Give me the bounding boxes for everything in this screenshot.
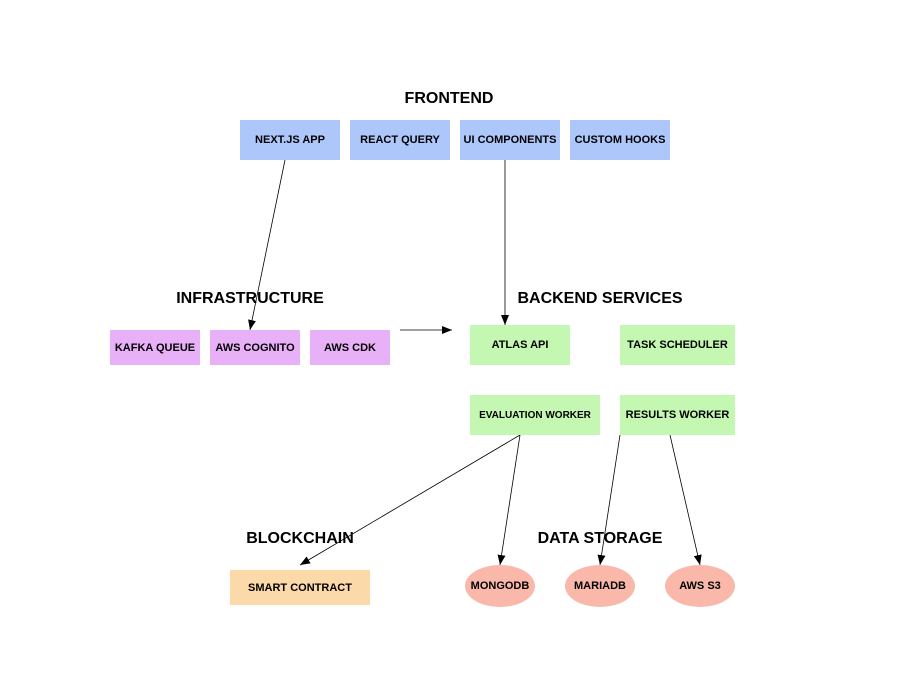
node-custom-hooks[interactable]: CUSTOM HOOKS [570, 120, 670, 160]
node-react-query[interactable]: REACT QUERY [350, 120, 450, 160]
node-mariadb[interactable]: MARIADB [565, 565, 635, 607]
edge-eval-worker-to-smart-contract [299, 434, 521, 566]
node-evaluation-worker[interactable]: EVALUATION WORKER [470, 395, 600, 435]
node-task-scheduler[interactable]: TASK SCHEDULER [620, 325, 735, 365]
group-title-blockchain: BLOCKCHAIN [246, 530, 354, 547]
node-mongodb[interactable]: MONGODB [465, 565, 535, 607]
edge-results-worker-to-s3 [669, 434, 702, 566]
edges-layer [248, 159, 702, 566]
group-title-frontend: FRONTEND [404, 90, 494, 107]
edge-eval-worker-to-mongodb [497, 434, 521, 566]
edge-results-worker-to-mariadb [597, 434, 621, 566]
node-ui-components[interactable]: UI COMPONENTS [460, 120, 560, 160]
node-aws-cognito[interactable]: AWS COGNITO [210, 330, 300, 365]
node-nextjs-app[interactable]: NEXT.JS APP [240, 120, 340, 160]
group-title-infrastructure: INFRASTRUCTURE [176, 290, 324, 307]
node-smart-contract[interactable]: SMART CONTRACT [230, 570, 370, 605]
group-title-backend-services: BACKEND SERVICES [517, 290, 683, 307]
node-kafka-queue[interactable]: KAFKA QUEUE [110, 330, 200, 365]
edge-nextjs-to-cognito [248, 159, 286, 331]
node-results-worker[interactable]: RESULTS WORKER [620, 395, 735, 435]
node-atlas-api[interactable]: ATLAS API [470, 325, 570, 365]
node-aws-cdk[interactable]: AWS CDK [310, 330, 390, 365]
node-aws-s3[interactable]: AWS S3 [665, 565, 735, 607]
group-title-data-storage: DATA STORAGE [537, 530, 663, 547]
